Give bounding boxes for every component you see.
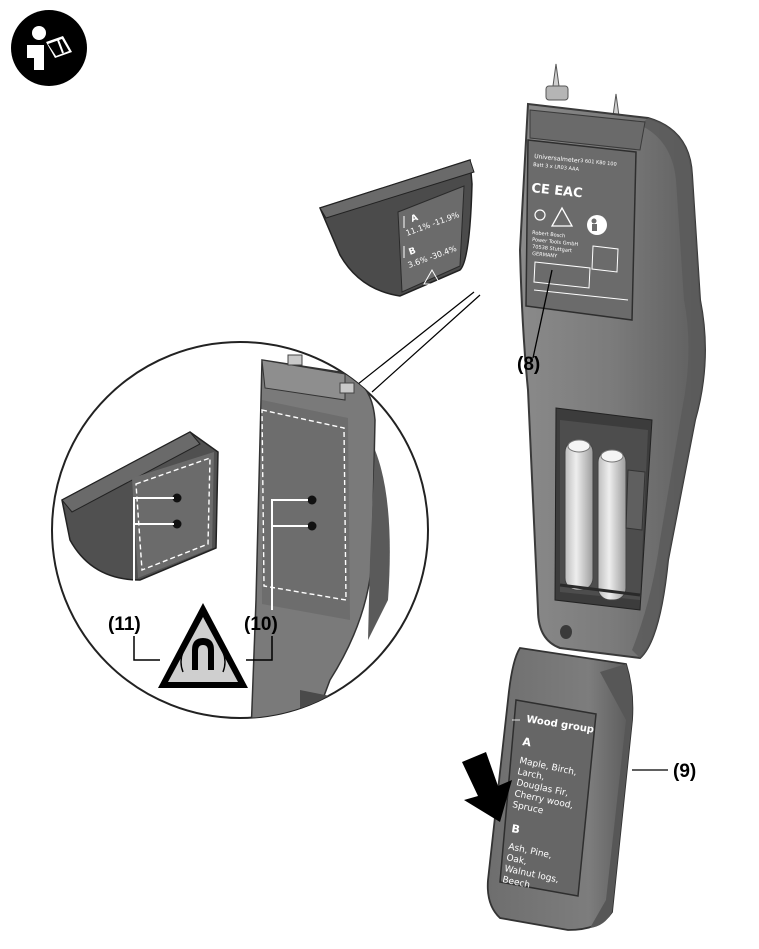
magnet-detail-view (51, 341, 429, 719)
rear-label-maker4: GERMANY (532, 251, 558, 260)
rear-label-maker2: Power Tools GmbH (532, 237, 579, 248)
rear-label-line3: Batt 3 x LR03 AAA (533, 162, 580, 173)
ce-eac-marks: CE EAC (531, 181, 584, 201)
rear-type-label: Universalmeter 3 601 K80 100 Batt 3 x LR… (525, 139, 637, 321)
measuring-prong-left (545, 63, 569, 101)
callout-9: (9) (673, 761, 696, 782)
magnetic-field-warning-icon (158, 603, 248, 688)
rear-label-maker1: Robert Bosch (532, 230, 566, 239)
magnet-contact-top-device (307, 495, 317, 505)
cover-a-label: A (522, 735, 533, 749)
magnet-contact-bottom-device (307, 521, 317, 531)
warning-triangle-icon (550, 206, 574, 227)
rear-label-line2: 3 601 K80 100 (580, 158, 617, 168)
recycling-icon (534, 209, 546, 221)
battery-cell-1 (564, 439, 594, 591)
battery-compartment (554, 407, 653, 611)
magnet-contact-bottom-cap (172, 519, 182, 529)
callout-10: (10) (244, 614, 278, 635)
cap-warning-icon (423, 268, 441, 285)
callout-8: (8) (517, 354, 540, 375)
rear-label-maker3: 70538 Stuttgart (532, 244, 572, 254)
cover-b-label: B (511, 822, 521, 836)
push-down-arrow (462, 752, 512, 822)
moisture-meter-body: Universalmeter 3 601 K80 100 Batt 3 x LR… (518, 63, 706, 660)
battery-cell-2 (597, 449, 627, 601)
rear-label-line1: Universalmeter (534, 153, 581, 165)
callout-11: (11) (108, 614, 141, 635)
cap-a-label: A (410, 213, 420, 225)
cover-b-line2: Oak, (505, 853, 527, 867)
magnet-contact-top-cap (172, 493, 182, 503)
cap-b-label: B (408, 246, 418, 258)
sensor-cap: A 11.1% -11.9% B 3.6% -30.4% (318, 158, 475, 297)
battery-cover: Wood group A Maple, Birch, Larch, Dougla… (486, 647, 634, 931)
read-manual-icon (11, 10, 87, 86)
